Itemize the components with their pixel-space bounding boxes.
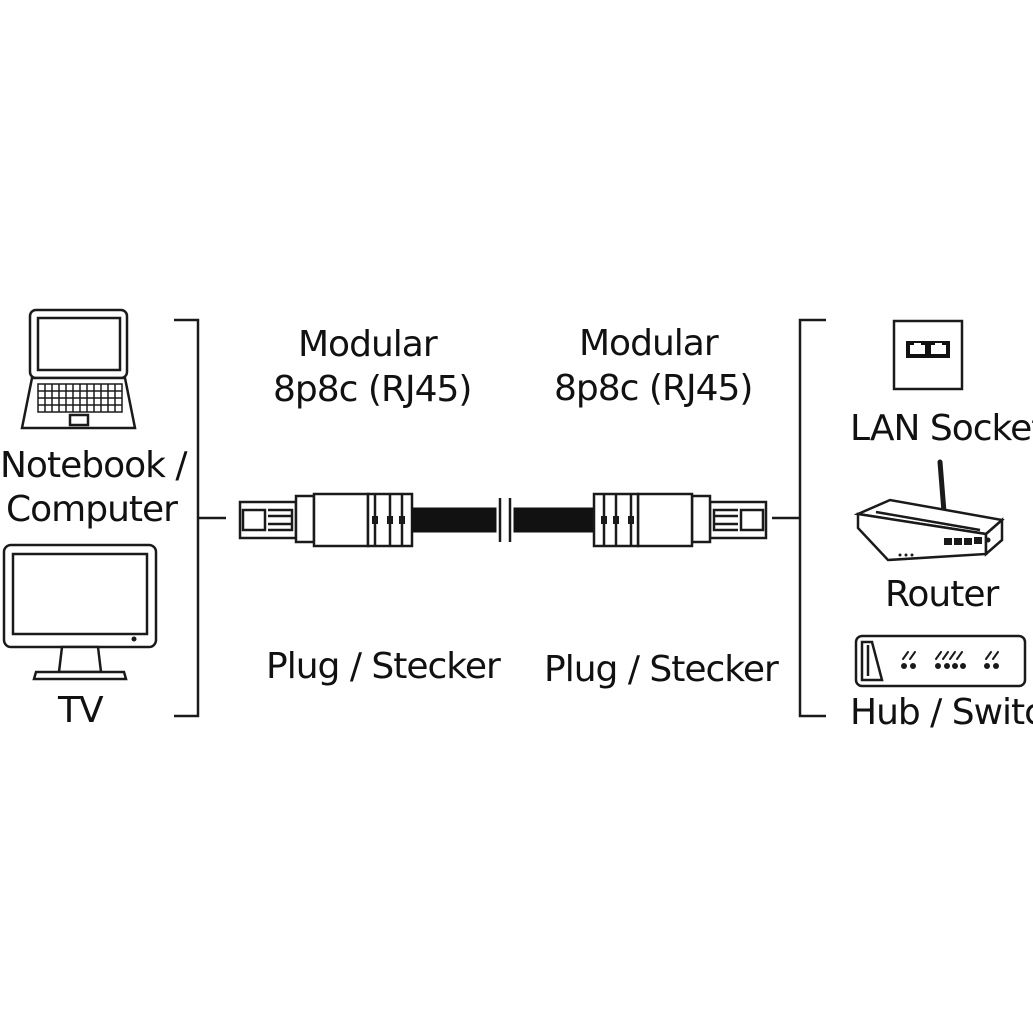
left-connector-type-line2: 8p8c (RJ45)	[273, 369, 471, 410]
right-connector-type-line2: 8p8c (RJ45)	[554, 368, 752, 409]
cable-right-segment	[513, 507, 595, 533]
monitor-icon	[2, 543, 158, 681]
lan-socket-icon	[892, 319, 964, 391]
laptop-icon	[20, 308, 137, 430]
tv-label: TV	[57, 690, 104, 731]
left-plug-label: Plug / Stecker	[266, 646, 501, 687]
right-rj45-plug-icon	[592, 492, 768, 548]
router-icon	[853, 459, 1005, 562]
lan-socket-label: LAN Socket	[850, 408, 1033, 449]
left-rj45-plug-icon	[238, 492, 414, 548]
cable-break-icon	[498, 498, 512, 542]
left-connector-type-line1: Modular	[298, 324, 438, 365]
left-bracket	[174, 318, 226, 718]
right-connector-type-line1: Modular	[579, 323, 719, 364]
right-plug-label: Plug / Stecker	[544, 649, 779, 690]
right-bracket	[772, 318, 826, 718]
router-label: Router	[885, 574, 1000, 615]
notebook-label-line1: Notebook /	[0, 445, 188, 486]
switch-icon	[854, 634, 1027, 688]
hub-switch-label: Hub / Switch	[850, 692, 1033, 733]
cable-left-segment	[411, 507, 497, 533]
notebook-label-line2: Computer	[6, 489, 178, 530]
